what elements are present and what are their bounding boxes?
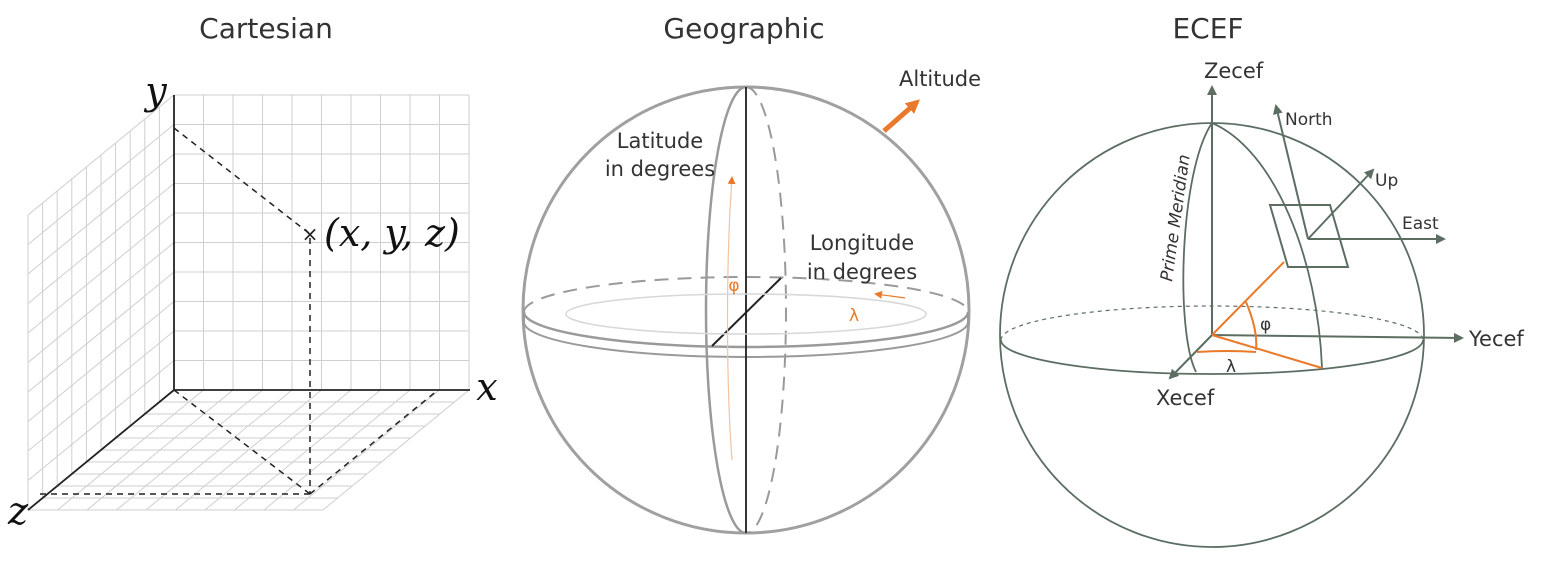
radius-line xyxy=(711,277,782,347)
north-label: North xyxy=(1285,110,1333,130)
meridian-back xyxy=(745,86,787,534)
z-axis-label: z xyxy=(7,489,29,533)
y-axis-label: y xyxy=(143,69,167,113)
cartesian-grid xyxy=(27,94,470,511)
angle-construction xyxy=(1196,261,1323,369)
point-label: (x, y, z) xyxy=(324,211,460,255)
altitude-arrow-icon xyxy=(882,99,921,133)
lambda-symbol: λ xyxy=(849,306,859,326)
cartesian-panel: Cartesian × y x z (x, y, z) xyxy=(7,12,498,533)
grid-line xyxy=(234,389,381,511)
ecef-equator-front xyxy=(1000,339,1424,375)
prime-meridian-label: Prime Meridian xyxy=(1157,153,1195,282)
grid-line xyxy=(27,212,175,334)
grid-line xyxy=(293,389,440,511)
yecef-axis xyxy=(1211,332,1464,343)
grid-line xyxy=(322,389,470,511)
grid-line xyxy=(204,389,352,511)
ecef-title: ECEF xyxy=(1172,12,1243,45)
z-axis-line xyxy=(27,389,175,511)
cartesian-axes xyxy=(27,95,470,511)
latitude-arc xyxy=(726,176,736,461)
prime-meridian-arc xyxy=(1182,122,1213,373)
xecef-axis xyxy=(1168,334,1213,380)
grid-line xyxy=(263,389,411,511)
meridian-front xyxy=(704,85,747,535)
geographic-title: Geographic xyxy=(663,12,824,45)
cartesian-title: Cartesian xyxy=(199,12,333,45)
equator-back xyxy=(523,276,969,313)
longitude-arrow-icon xyxy=(874,290,906,299)
longitude-label-line1: Longitude xyxy=(810,231,914,255)
grid-line xyxy=(27,124,175,245)
geographic-panel: Geographic Altitude Latitude in degrees … xyxy=(521,12,981,535)
cartesian-projection-lines xyxy=(40,127,439,495)
longitude-label-line2: in degrees xyxy=(807,260,917,284)
grid-line xyxy=(27,94,175,216)
north-vector xyxy=(1273,104,1309,240)
ecef-panel: ECEF Zecef xyxy=(999,12,1524,548)
lambda-arc xyxy=(1196,350,1257,353)
yecef-label: Yecef xyxy=(1468,327,1524,351)
east-label: East xyxy=(1402,214,1439,234)
latitude-label-line2: in degrees xyxy=(605,157,715,181)
grid-line xyxy=(27,183,175,304)
point-marker-icon: × xyxy=(302,222,319,246)
x-axis-label: x xyxy=(476,365,497,409)
tangent-plane xyxy=(1268,204,1350,268)
altitude-label: Altitude xyxy=(899,67,981,91)
latitude-label-line1: Latitude xyxy=(617,129,703,153)
local-meridian-arc xyxy=(1211,122,1323,369)
longitude-ring xyxy=(565,293,927,335)
phi-symbol: φ xyxy=(728,276,739,296)
grid-line xyxy=(27,242,175,363)
xecef-label: Xecef xyxy=(1156,386,1215,410)
zecef-label: Zecef xyxy=(1204,59,1264,83)
grid-line xyxy=(27,153,175,275)
up-label: Up xyxy=(1375,171,1398,191)
phi-arc xyxy=(1245,301,1258,351)
up-vector xyxy=(1307,168,1375,240)
ecef-phi-symbol: φ xyxy=(1260,315,1271,335)
ecef-lambda-symbol: λ xyxy=(1226,357,1236,377)
